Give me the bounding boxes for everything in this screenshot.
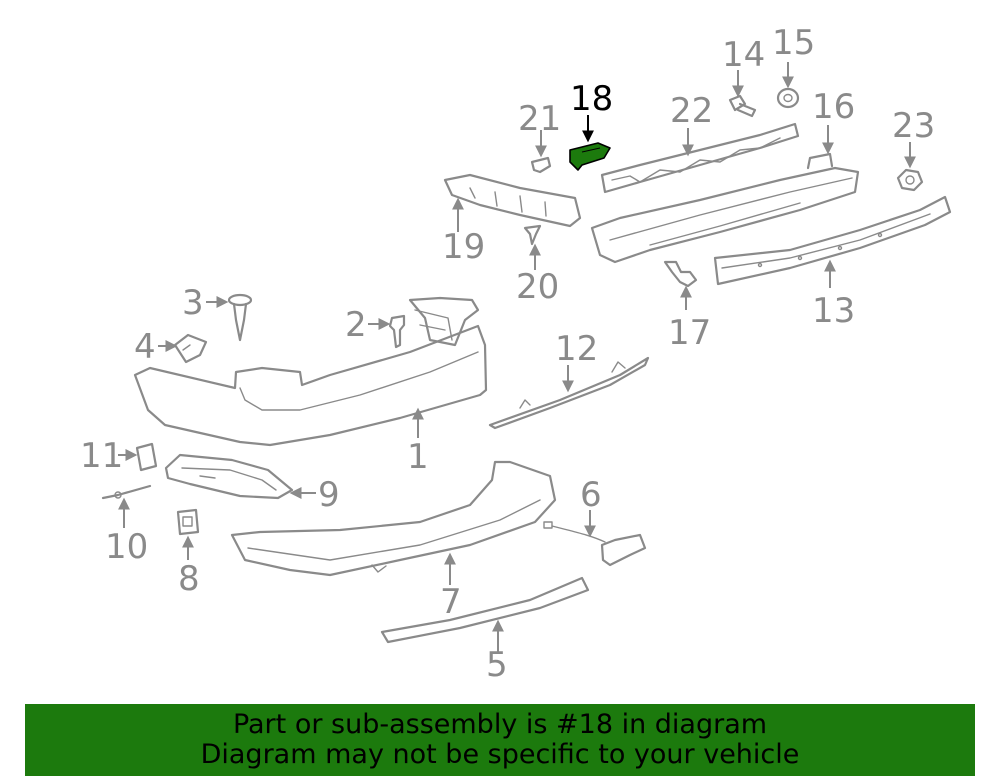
part-12-trim-strip	[488, 356, 650, 430]
callout-1: 1	[407, 437, 429, 477]
callout-14: 14	[722, 35, 765, 75]
callout-20: 20	[516, 267, 559, 307]
part-17-bolt	[663, 260, 698, 288]
callout-21: 21	[518, 99, 561, 139]
callout-23: 23	[892, 106, 935, 146]
part-20-screw	[523, 224, 542, 246]
part-18-highlighted-bracket	[569, 142, 611, 171]
callout-8: 8	[178, 559, 200, 599]
part-9-bracket	[164, 453, 294, 500]
part-16-reinforcement	[590, 152, 860, 264]
callout-17: 17	[668, 313, 711, 353]
part-4-sensor	[173, 333, 208, 364]
callout-22: 22	[670, 91, 713, 131]
callout-10: 10	[105, 527, 148, 567]
part-5-molding	[380, 576, 590, 644]
callout-6: 6	[580, 475, 602, 515]
part-3-clip	[227, 293, 253, 342]
part-21-screw	[530, 156, 552, 174]
part-7-lower-valance	[230, 460, 557, 577]
callout-11: 11	[80, 436, 123, 476]
part-8-clip	[176, 508, 200, 536]
callout-9: 9	[318, 475, 340, 515]
callout-19: 19	[442, 227, 485, 267]
callout-16: 16	[812, 87, 855, 127]
callout-7: 7	[440, 582, 462, 622]
part-19-side-bracket	[443, 173, 582, 228]
part-13-absorber	[713, 195, 952, 286]
part-15-nut	[776, 87, 800, 109]
banner-line-1: Part or sub-assembly is #18 in diagram	[232, 709, 768, 740]
part-2-push-pin	[388, 314, 406, 349]
callout-13: 13	[812, 291, 855, 331]
callout-3: 3	[182, 283, 204, 323]
part-22-foam-absorber	[600, 122, 800, 194]
callout-12: 12	[555, 329, 598, 369]
banner-line-2: Diagram may not be specific to your vehi…	[200, 739, 800, 770]
part-10-rod	[101, 484, 152, 500]
info-banner: Part or sub-assembly is #18 in diagram D…	[25, 704, 975, 776]
callout-2: 2	[345, 305, 367, 345]
part-11-cap	[135, 442, 158, 472]
part-14-bolt	[728, 94, 757, 118]
part-1-bumper-cover	[133, 296, 488, 447]
callout-18: 18	[570, 79, 613, 119]
callout-15: 15	[772, 23, 815, 63]
callout-4: 4	[134, 327, 156, 367]
part-6-harness	[543, 521, 647, 567]
callout-5: 5	[486, 645, 508, 685]
part-23-nut	[896, 168, 924, 192]
